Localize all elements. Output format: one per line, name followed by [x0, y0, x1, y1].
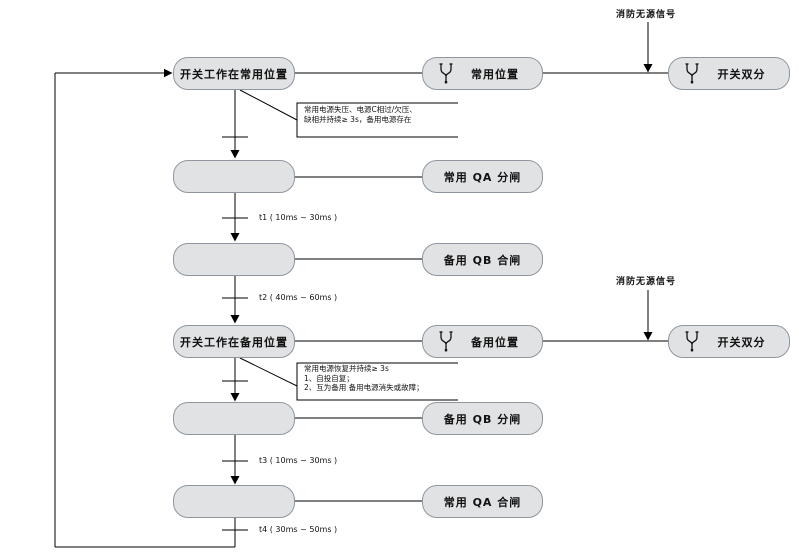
node-label: 备用 QB 分闸	[443, 412, 522, 426]
timing-t3-label: t3 ( 10ms ~ 30ms )	[259, 456, 338, 465]
arrowhead	[230, 476, 240, 485]
arrowhead	[230, 150, 240, 159]
node-label: 备用 QB 合闸	[443, 253, 522, 267]
arrowhead-fire-top	[643, 64, 653, 73]
transfer-switch-icon	[439, 63, 453, 84]
flow-row1-row2	[222, 89, 458, 159]
arrowhead-into-normal-state	[164, 68, 173, 78]
node-normal-position: 常用位置	[422, 57, 543, 90]
node-switch-double-open-top: 开关双分	[668, 57, 790, 90]
node-label: 常用位置	[471, 67, 519, 81]
node-switch-double-open-bottom: 开关双分	[668, 325, 790, 358]
condition2-line2: 1、自投自复；	[304, 373, 354, 383]
node-label: 开关双分	[717, 67, 766, 81]
node-backup-qb-open: 备用 QB 分闸	[422, 402, 543, 435]
condition1-line1: 常用电源失压、电源C相过/欠压、	[304, 105, 417, 114]
arrowhead	[230, 315, 240, 324]
arrowhead	[230, 233, 240, 242]
fire-signal-bottom-arrow	[643, 290, 653, 341]
state-label: 开关工作在常用位置	[180, 67, 288, 81]
transfer-switch-icon	[685, 331, 699, 352]
arrowhead-fire-bottom	[643, 332, 653, 341]
node-label: 备用位置	[471, 335, 519, 349]
condition1-leader-line	[239, 89, 298, 121]
flow-row6-loop	[222, 500, 422, 547]
transfer-switch-icon	[439, 331, 453, 352]
node-label: 常用 QA 分闸	[443, 170, 522, 184]
condition1-bracket	[296, 102, 458, 138]
arrowhead	[230, 393, 240, 402]
timing-t2-label: t2 ( 40ms ~ 60ms )	[259, 293, 338, 302]
state-label: 开关工作在备用位置	[180, 335, 288, 349]
timing-t1-label: t1 ( 10ms ~ 30ms )	[259, 213, 338, 222]
flow-row5-row6	[222, 417, 422, 485]
step-box-qb-close	[173, 243, 295, 276]
transfer-switch-icon	[685, 63, 699, 84]
state-switch-in-backup-position: 开关工作在备用位置	[173, 325, 295, 358]
fire-signal-label-top: 消防无源信号	[616, 10, 677, 20]
flow-row3-row4	[222, 258, 422, 324]
condition2-line3: 2、互为备用 备用电源消失或故障；	[304, 383, 424, 392]
step-box-qa-open	[173, 160, 295, 193]
node-backup-position: 备用位置	[422, 325, 543, 358]
condition1-line2: 缺相并持续≥ 3s，备用电源存在	[304, 114, 412, 124]
node-normal-qa-close: 常用 QA 合闸	[422, 485, 543, 518]
flow-row4-row5	[222, 357, 458, 402]
step-box-qa-close	[173, 485, 295, 518]
condition2-annotation: 常用电源恢复并持续≥ 3s 1、自投自复； 2、互为备用 备用电源消失或故障；	[304, 364, 424, 393]
node-backup-qb-close: 备用 QB 合闸	[422, 243, 543, 276]
node-label: 开关双分	[717, 335, 766, 349]
condition2-line1: 常用电源恢复并持续≥ 3s	[304, 364, 389, 373]
condition2-leader-line	[239, 357, 298, 387]
fire-signal-label-bottom: 消防无源信号	[616, 277, 677, 287]
node-label: 常用 QA 合闸	[443, 495, 522, 509]
fire-signal-top-arrow	[643, 22, 653, 73]
state-switch-in-normal-position: 开关工作在常用位置	[173, 57, 295, 90]
condition1-annotation: 常用电源失压、电源C相过/欠压、 缺相并持续≥ 3s，备用电源存在	[304, 105, 417, 124]
node-normal-qa-open: 常用 QA 分闸	[422, 160, 543, 193]
feedback-loop-line	[54, 68, 235, 548]
timing-t4-label: t4 ( 30ms ~ 50ms )	[259, 525, 338, 534]
flow-row2-row3	[222, 176, 422, 242]
condition2-bracket	[296, 362, 458, 401]
step-box-qb-open	[173, 402, 295, 435]
